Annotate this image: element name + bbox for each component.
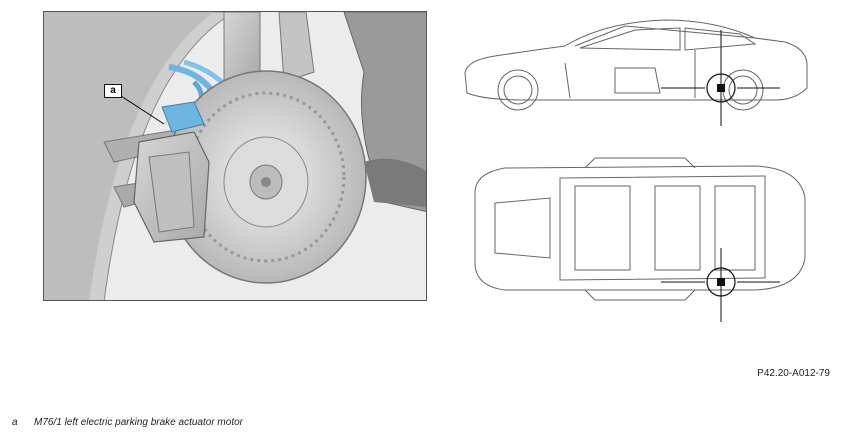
figure-code: P42.20-A012-79 xyxy=(757,368,830,379)
vehicle-locator-views xyxy=(455,8,825,328)
vehicle-side-view xyxy=(464,19,808,111)
legend-item: a M76/1 left electric parking brake actu… xyxy=(12,417,243,428)
vehicle-top-view xyxy=(474,157,806,301)
legend-key: a xyxy=(12,417,18,428)
legend-text: M76/1 left electric parking brake actuat… xyxy=(34,417,243,428)
side-locator-marker xyxy=(661,30,780,126)
brake-detail-illustration xyxy=(43,11,427,301)
callout-label-a: a xyxy=(104,84,122,98)
top-locator-marker xyxy=(661,248,780,322)
